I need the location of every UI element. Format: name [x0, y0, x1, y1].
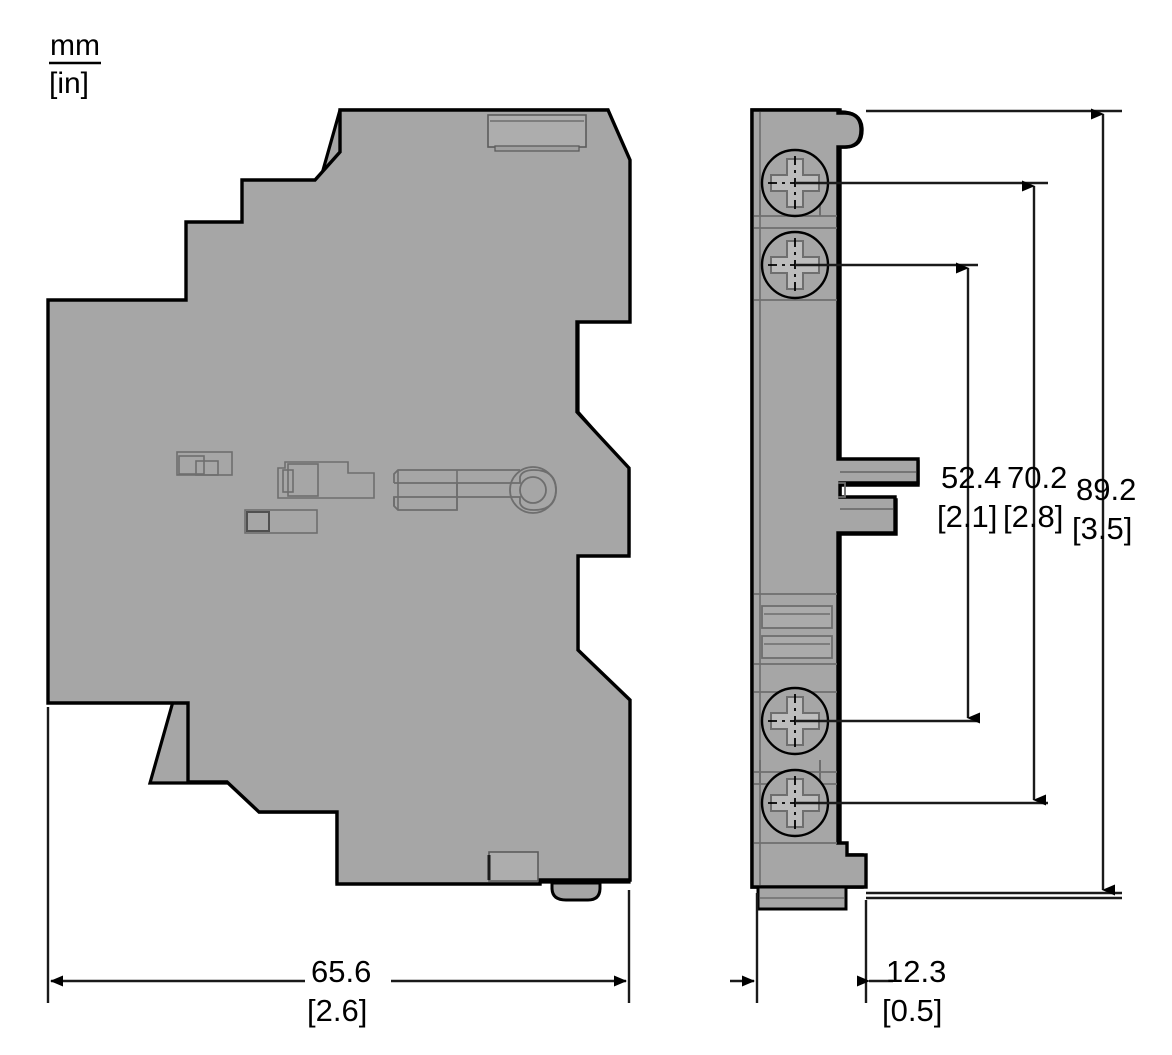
center-block-profile: [277, 461, 375, 499]
dim-89-2-value-mm: 89.2: [1076, 472, 1136, 507]
left-block-inner-b: [195, 460, 219, 476]
vent-slot-1: [761, 605, 833, 629]
side-view-vent-slots: [761, 605, 833, 659]
front-view: [46, 108, 632, 902]
bottom-notch-rect: [488, 851, 539, 882]
dimension-70-2: 70.2 [2.8]: [795, 180, 1067, 806]
front-detail-lower-block: [244, 509, 318, 534]
dim-65-6-value-mm: 65.6: [311, 954, 371, 989]
lever-arm-upper: [393, 469, 520, 483]
left-block-inner-a: [178, 455, 205, 475]
dimension-52-4: 52.4 [2.1]: [795, 262, 1001, 724]
side-view-profile: [750, 108, 920, 889]
dimension-12-3: 12.3 [0.5]: [730, 893, 1122, 1028]
front-view-bottom-notch: [487, 851, 539, 882]
side-view: [750, 108, 920, 911]
dim-65-6-text-mask: [305, 955, 391, 987]
side-view-center-tabs: [838, 471, 916, 510]
front-view-bottom-foot: [550, 881, 602, 902]
dim-52-4-value-mm: 52.4: [941, 460, 1001, 495]
lower-block-inner: [246, 511, 270, 532]
top-notch-lip: [494, 145, 580, 152]
front-view-top-notch: [487, 114, 587, 152]
dim-70-2-value-in: [2.8]: [1003, 499, 1063, 534]
vent-slot-2: [761, 635, 833, 659]
lever-arm-eye-ring: [509, 466, 557, 514]
dim-52-4-value-in: [2.1]: [937, 499, 997, 534]
lever-arm-eye-outer: [519, 476, 547, 504]
units-secondary-label: [in]: [49, 67, 89, 100]
dim-12-3-value-mm: 12.3: [886, 954, 946, 989]
units-legend: mm [in]: [49, 29, 101, 100]
dim-12-3-value-in: [0.5]: [882, 993, 942, 1028]
dimension-65-6: 65.6 [2.6]: [46, 707, 631, 1028]
dim-65-6-value-in: [2.6]: [307, 993, 367, 1028]
front-view-profile: [46, 108, 632, 886]
center-tab-gap: [838, 482, 846, 498]
center-block-square-b: [282, 469, 294, 493]
dim-89-2-value-in: [3.5]: [1072, 511, 1132, 546]
lower-block-outer: [244, 509, 318, 534]
units-primary-label: mm: [50, 29, 100, 62]
side-view-bottom-foot: [756, 885, 848, 911]
center-block-square-a: [287, 463, 319, 497]
top-notch-rect: [487, 114, 587, 148]
front-detail-left-block: [176, 451, 233, 476]
front-detail-center-block: [277, 461, 375, 499]
dimension-89-2: 89.2 [3.5]: [866, 108, 1136, 896]
dim-70-2-value-mm: 70.2: [1007, 460, 1067, 495]
front-detail-lever-arm: [393, 466, 557, 514]
